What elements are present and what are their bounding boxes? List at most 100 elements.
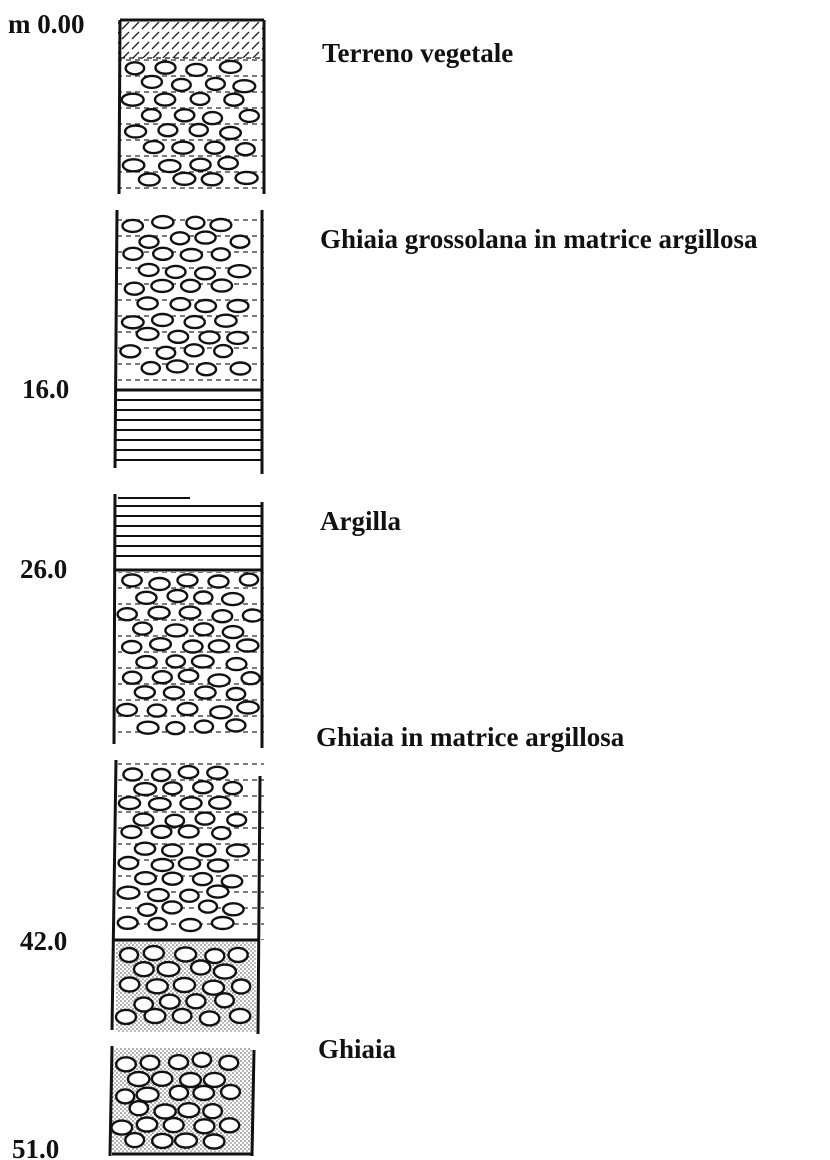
depth-label-16: 16.0 xyxy=(22,374,69,404)
gravel-clast xyxy=(223,92,245,107)
gravel-clast xyxy=(201,979,226,996)
gravel-clast xyxy=(179,796,203,811)
gravel-clast xyxy=(226,298,250,314)
depth-label-top: m 0.00 xyxy=(8,9,85,39)
gravel-clast xyxy=(200,172,224,187)
gravel-clast xyxy=(195,362,218,377)
gravel-clast xyxy=(118,976,141,993)
gravel-clast xyxy=(194,230,217,245)
gravel-clast xyxy=(232,78,257,94)
gravel-clast xyxy=(171,140,195,155)
gravel-clast xyxy=(178,888,200,903)
gravel-clast xyxy=(122,246,144,262)
gravel-clast xyxy=(148,576,171,592)
gravel-clast xyxy=(136,902,158,917)
gravel-clast xyxy=(221,902,245,917)
gravel-clast xyxy=(218,1054,240,1072)
gravel-clast xyxy=(140,74,164,90)
gravel-clast xyxy=(225,656,248,672)
gravel-clast xyxy=(162,781,183,796)
gravel-clast xyxy=(190,654,215,669)
gravel-clast xyxy=(153,92,177,107)
gravel-clast xyxy=(194,266,217,281)
gravel-clast xyxy=(227,264,252,279)
gravel-clast xyxy=(211,609,234,624)
gravel-clast xyxy=(137,262,160,278)
gravel-clast xyxy=(178,1071,203,1089)
gravel-clast xyxy=(150,824,173,839)
depth-label-51: 51.0 xyxy=(12,1134,59,1160)
gravel-clast xyxy=(198,1010,221,1027)
gravel-clast xyxy=(132,961,155,978)
gravel-clast xyxy=(116,607,138,622)
gravel-clast xyxy=(189,959,212,976)
gravel-clast xyxy=(210,247,232,262)
gravel-clast xyxy=(151,246,174,262)
gravel-clast xyxy=(203,140,226,155)
layer-label-argilla: Argilla xyxy=(320,506,401,536)
gravel-clast xyxy=(171,1007,193,1025)
gravel-clast xyxy=(150,1070,174,1088)
gravel-clast xyxy=(212,343,234,359)
gravel-clast xyxy=(148,637,173,652)
gravel-clast xyxy=(170,77,192,93)
gravel-clast xyxy=(166,588,189,604)
gravel-clast xyxy=(194,298,218,314)
gravel-clast xyxy=(234,141,256,157)
gravel-clast xyxy=(145,978,169,995)
gravel-clast xyxy=(185,62,208,78)
gravel-clast xyxy=(117,855,140,871)
gravel-clast xyxy=(133,841,157,856)
gravel-clast xyxy=(224,718,247,733)
gravel-clast xyxy=(165,359,189,374)
gravel-clast xyxy=(238,572,260,587)
gravel-clast xyxy=(128,1099,150,1117)
gravel-clast xyxy=(133,781,158,797)
gravel-clast xyxy=(181,639,204,654)
gravel-clast xyxy=(197,899,219,914)
gravel-clast xyxy=(194,811,216,826)
gravel-clast xyxy=(218,125,242,141)
gravel-clast xyxy=(227,946,249,964)
gravel-clast xyxy=(114,1088,136,1105)
gravel-clast xyxy=(219,1083,242,1101)
gravel-clast xyxy=(191,871,214,887)
gravel-clast xyxy=(213,313,238,328)
layer-label-ghiaia: Ghiaia xyxy=(318,1034,397,1064)
gravel-clast xyxy=(150,767,172,783)
gravel-clast xyxy=(118,946,140,964)
gravel-clast xyxy=(157,122,179,138)
gravel-clast xyxy=(209,705,233,720)
gravel-clast xyxy=(114,1008,138,1026)
gravel-clast xyxy=(157,158,182,174)
gravel-clast xyxy=(192,1084,216,1102)
gravel-clast xyxy=(229,361,252,376)
gravel-clast xyxy=(177,1101,201,1119)
gravel-clast xyxy=(138,234,160,250)
gravel-clast xyxy=(206,765,229,780)
gravel-clast xyxy=(161,900,183,915)
gravel-clast xyxy=(193,1118,216,1135)
gravel-clast xyxy=(225,686,247,702)
gravel-clast xyxy=(177,668,200,683)
gravel-clast xyxy=(173,108,196,123)
gravel-clast xyxy=(147,605,171,620)
gravel-clast xyxy=(225,843,250,858)
gravel-clast xyxy=(150,312,175,328)
clay-hatching xyxy=(115,399,262,557)
gravel-clast xyxy=(207,673,231,688)
gravel-clast xyxy=(150,214,175,230)
gravel-clast xyxy=(202,1102,224,1120)
gravel-clast xyxy=(226,812,248,828)
gravel-clast xyxy=(188,122,209,138)
gravel-clast xyxy=(161,871,184,886)
gravel-clast xyxy=(121,218,145,234)
gravel-clast xyxy=(217,155,240,171)
gravel-clast xyxy=(143,1007,167,1025)
gravel-clast xyxy=(234,170,259,186)
gravel-clast xyxy=(173,1132,199,1149)
gravel-clast xyxy=(240,671,261,686)
gravel-clast xyxy=(150,1132,174,1150)
gravel-clast xyxy=(117,795,142,811)
gravel-clast xyxy=(209,217,233,233)
